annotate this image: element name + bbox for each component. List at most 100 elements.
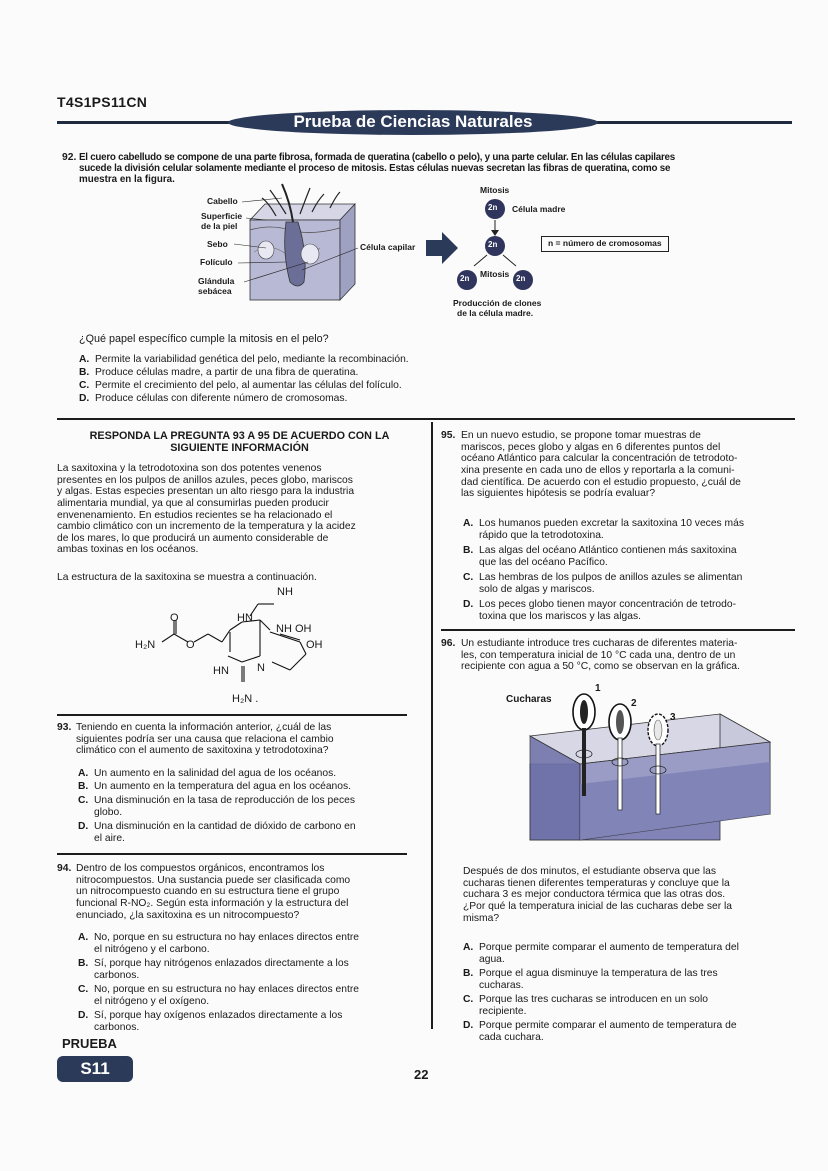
- option-text: Sí, porque hay oxígenos enlazados direct…: [94, 1010, 343, 1021]
- q94-option-b[interactable]: B.Sí, porque hay nitrógenos enlazados di…: [78, 958, 349, 981]
- q95-stem-line: En un nuevo estudio, se propone tomar mu…: [461, 430, 701, 441]
- context-line: La saxitoxina y la tetrodotoxina son dos…: [57, 463, 322, 474]
- q93-option-d[interactable]: D.Una disminución en la cantidad de dióx…: [78, 821, 356, 844]
- chem-nh-oh: NH OH: [276, 623, 312, 635]
- option-letter: C.: [463, 994, 474, 1005]
- q92-option-b[interactable]: B.Produce células madre, a partir de una…: [79, 367, 358, 379]
- cell-label: 2n: [516, 274, 526, 283]
- option-text-cont: el nitrógeno y el carbono.: [94, 943, 210, 955]
- option-text: No, porque en su estructura no hay enlac…: [94, 984, 360, 995]
- option-text: Las algas del océano Atlántico contienen…: [479, 545, 737, 556]
- q96-option-a[interactable]: A.Porque permite comparar el aumento de …: [463, 942, 739, 965]
- structure-intro: La estructura de la saxitoxina se muestr…: [57, 572, 317, 583]
- q92-option-d[interactable]: D. Produce células con diferente número d…: [79, 393, 347, 405]
- chem-n: N: [257, 662, 265, 674]
- q92-stem-line: muestra en la figura.: [79, 174, 175, 186]
- q93-stem-line: climático con el aumento de saxitoxina y…: [76, 745, 329, 757]
- q92-option-c[interactable]: C.Permite el crecimiento del pelo, al au…: [79, 380, 402, 392]
- q94-option-c[interactable]: C.No, porque en su estructura no hay enl…: [78, 984, 359, 1007]
- q95-option-a[interactable]: A.Los humanos pueden excretar la saxitox…: [463, 518, 744, 541]
- option-text-cont: el aire.: [94, 832, 125, 844]
- q96-followup-line: Después de dos minutos, el estudiante ob…: [463, 866, 717, 877]
- q93-option-b[interactable]: B. Un aumento en la temperatura del agua …: [78, 781, 351, 793]
- right-arrow-icon: [426, 232, 458, 264]
- option-text-cont: toxina que los mariscos y las algas.: [479, 610, 641, 622]
- option-text: No, porque en su estructura no hay enlac…: [94, 932, 360, 943]
- option-letter: C.: [463, 572, 474, 583]
- hair-mitosis-figure: [233, 183, 533, 302]
- chem-oh: OH: [306, 639, 323, 651]
- chromosome-legend: n = número de cromosomas: [541, 236, 669, 252]
- option-text: Produce células madre, a partir de una f…: [95, 367, 359, 378]
- q93-stem-line: siguientes podría ser una causa que rela…: [76, 733, 334, 745]
- chem-h2n-left: H₂N: [135, 639, 156, 651]
- footer-label: PRUEBA: [62, 1036, 117, 1051]
- option-text: Porque permite comparar el aumento de te…: [479, 1020, 737, 1031]
- label-produccion-2: de la célula madre.: [457, 308, 534, 318]
- q93-option-a[interactable]: A.Un aumento en la salinidad del agua de…: [78, 768, 336, 780]
- q96-followup-line: ¿Por qué la temperatura inicial de las c…: [463, 900, 733, 912]
- q95-stem-line: xina presente en cada uno de ellos y rep…: [461, 464, 735, 476]
- option-text: Porque permite comparar el aumento de te…: [479, 942, 739, 953]
- option-text-cont: el nitrógeno y el oxígeno.: [94, 995, 210, 1007]
- q95-stem: En un nuevo estudio, se propone tomar mu…: [461, 430, 795, 500]
- divider-q93: [57, 714, 407, 716]
- option-text: Las hembras de los pulpos de anillos azu…: [479, 572, 743, 583]
- context-heading-line: RESPONDA LA PREGUNTA 93 A 95 DE ACUERDO …: [89, 430, 390, 442]
- option-text: Porque las tres cucharas se introducen e…: [479, 994, 708, 1005]
- context-line: cambio climático con un incremento de la…: [57, 521, 356, 533]
- option-text-cont: cucharas.: [479, 979, 524, 991]
- q95-stem-line: océano Atlántico para calcular la concen…: [461, 453, 738, 465]
- q95-option-d[interactable]: D.Los peces globo tienen mayor concentra…: [463, 599, 736, 622]
- chem-o-carbonyl: O: [170, 612, 179, 624]
- q92-stem-line: sucede la división celular solamente med…: [79, 163, 671, 175]
- option-letter: D.: [78, 821, 89, 832]
- q96-followup-line: misma?: [463, 912, 500, 924]
- q96-option-b[interactable]: B.Porque el agua disminuye la temperatur…: [463, 968, 718, 991]
- q96-option-d[interactable]: D.Porque permite comparar el aumento de …: [463, 1020, 737, 1043]
- q94-option-d[interactable]: D.Sí, porque hay oxígenos enlazados dire…: [78, 1010, 342, 1033]
- label-sebacea: sebácea: [198, 286, 232, 296]
- option-letter: B.: [78, 781, 89, 792]
- label-celula-madre: Célula madre: [512, 204, 566, 214]
- option-text: Un aumento en la temperatura del agua en…: [94, 781, 352, 792]
- q96-option-c[interactable]: C. Porque las tres cucharas se introducen…: [463, 994, 708, 1017]
- chem-h2n-bottom: H₂N .: [232, 693, 259, 705]
- option-text-cont: que las del océano Pacífico.: [479, 556, 608, 568]
- q94-option-a[interactable]: A.No, porque en su estructura no hay enl…: [78, 932, 359, 955]
- label-foliculo: Folículo: [200, 257, 233, 267]
- test-badge: S11: [57, 1056, 133, 1082]
- option-letter: A.: [78, 768, 89, 779]
- spoon-1-number: 1: [595, 683, 601, 694]
- option-text: Permite la variabilidad genética del pel…: [95, 354, 409, 365]
- mitosis-diagram: [457, 199, 533, 290]
- q96-stem-line: les, con temperatura inicial de 10 °C ca…: [461, 649, 736, 661]
- label-celula-capilar: Célula capilar: [360, 242, 416, 252]
- document-code: T4S1PS11CN: [57, 94, 148, 110]
- divider-q94: [57, 853, 407, 855]
- q95-option-c[interactable]: C. Las hembras de los pulpos de anillos a…: [463, 572, 742, 595]
- q93-option-c[interactable]: C.Una disminución en la tasa de reproduc…: [78, 795, 355, 818]
- q95-option-b[interactable]: B.Las algas del océano Atlántico contien…: [463, 545, 737, 568]
- option-letter: B.: [78, 958, 89, 969]
- option-letter: B.: [463, 968, 474, 979]
- context-heading: RESPONDA LA PREGUNTA 93 A 95 DE ACUERDO …: [62, 430, 417, 454]
- context-line: alimentaria mundial, ya que al consumirl…: [57, 497, 329, 509]
- option-text-cont: cada cuchara.: [479, 1031, 544, 1043]
- q92-question: ¿Qué papel específico cumple la mitosis …: [79, 333, 329, 345]
- option-text: Produce células con diferente número de …: [95, 393, 348, 404]
- label-sebo: Sebo: [207, 239, 228, 249]
- option-letter: D.: [79, 393, 90, 404]
- q94-stem: Dentro de los compuestos orgánicos, enco…: [76, 863, 406, 921]
- option-text: Los peces globo tienen mayor concentraci…: [479, 599, 737, 610]
- q92-option-a[interactable]: A.Permite la variabilidad genética del p…: [79, 354, 409, 366]
- q92-stem-line: El cuero cabelludo se compone de una par…: [79, 152, 675, 163]
- option-letter: C.: [78, 795, 89, 806]
- chem-o-ester: O: [186, 639, 195, 651]
- context-line: y algas. Estas especies presentan un alt…: [57, 486, 355, 498]
- page-title: Prueba de Ciencias Naturales: [293, 112, 533, 131]
- label-produccion: Producción de clones: [453, 298, 542, 308]
- q94-stem-line: funcional R-NO₂. Según esta información …: [76, 897, 349, 909]
- context-line: de los mares, lo que producirá un aument…: [57, 532, 329, 544]
- option-text: Permite el crecimiento del pelo, al aume…: [95, 380, 402, 391]
